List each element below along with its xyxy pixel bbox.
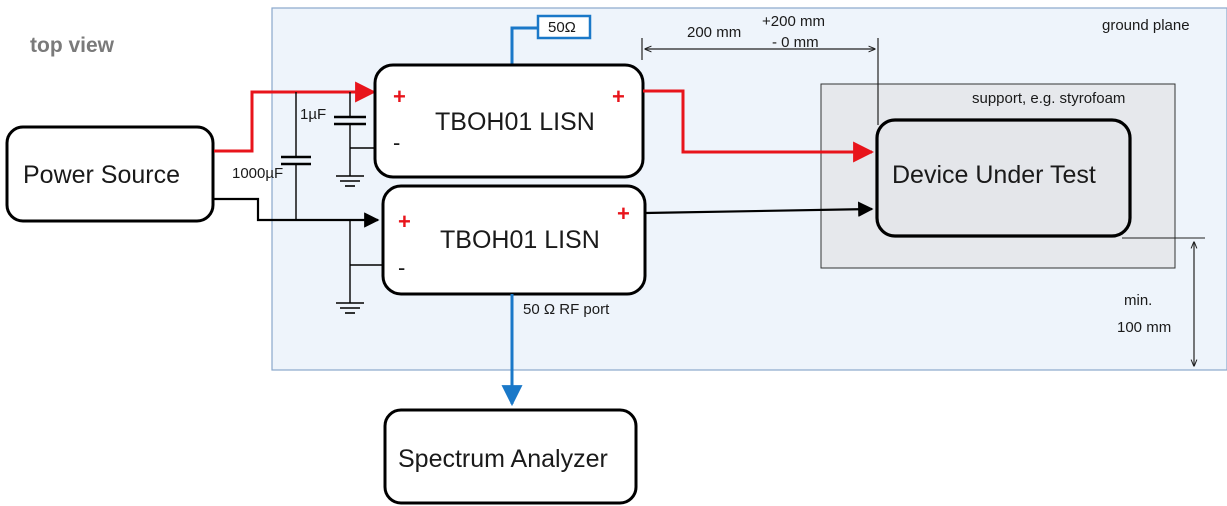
resistor-50-ohm xyxy=(536,14,592,40)
rf-port-label: 50 Ω RF port xyxy=(523,301,610,318)
lisn-top-label: TBOH01 LISN xyxy=(435,108,595,136)
min-value-label: 100 mm xyxy=(1117,319,1171,336)
ground-plane-label: ground plane xyxy=(1102,17,1190,34)
cap-1-label: 1µF xyxy=(300,106,326,123)
positive-input-wire xyxy=(214,81,377,153)
support-label: support, e.g. styrofoam xyxy=(972,90,1125,107)
top-view-label: top view xyxy=(30,34,115,57)
negative-input-wire xyxy=(214,197,380,228)
lisn-top-minus: - xyxy=(393,130,400,155)
ground-symbol-top xyxy=(336,175,364,187)
lisn-top-plus-left: + xyxy=(393,84,406,109)
distance-200-label: 200 mm xyxy=(687,24,741,41)
min-label: min. xyxy=(1124,292,1152,309)
positive-output-wire xyxy=(643,89,875,163)
device-under-test-box xyxy=(875,118,1132,238)
lisn-top-box xyxy=(373,63,645,179)
negative-output-wire xyxy=(644,201,874,217)
lisn-bottom-box xyxy=(381,184,647,296)
lisn-bottom-label: TBOH01 LISN xyxy=(440,226,600,254)
power-source-label: Power Source xyxy=(23,161,180,189)
power-source-box xyxy=(5,125,215,223)
tolerance-minus-label: - 0 mm xyxy=(772,34,819,51)
spectrum-analyzer-box xyxy=(383,408,638,505)
spectrum-analyzer-label: Spectrum Analyzer xyxy=(398,445,608,473)
lisn-bottom-minus: - xyxy=(398,255,405,280)
lisn-bottom-plus-right: + xyxy=(617,201,630,226)
lisn-top-plus-right: + xyxy=(612,84,625,109)
cap-1000-label: 1000µF xyxy=(232,165,283,182)
ground-symbol-bottom xyxy=(336,302,364,314)
lisn-bottom-plus-left: + xyxy=(398,209,411,234)
device-under-test-label: Device Under Test xyxy=(892,161,1096,189)
resistor-lead xyxy=(510,26,538,65)
resistor-label: 50Ω xyxy=(548,19,576,36)
tolerance-plus-label: +200 mm xyxy=(762,13,825,30)
